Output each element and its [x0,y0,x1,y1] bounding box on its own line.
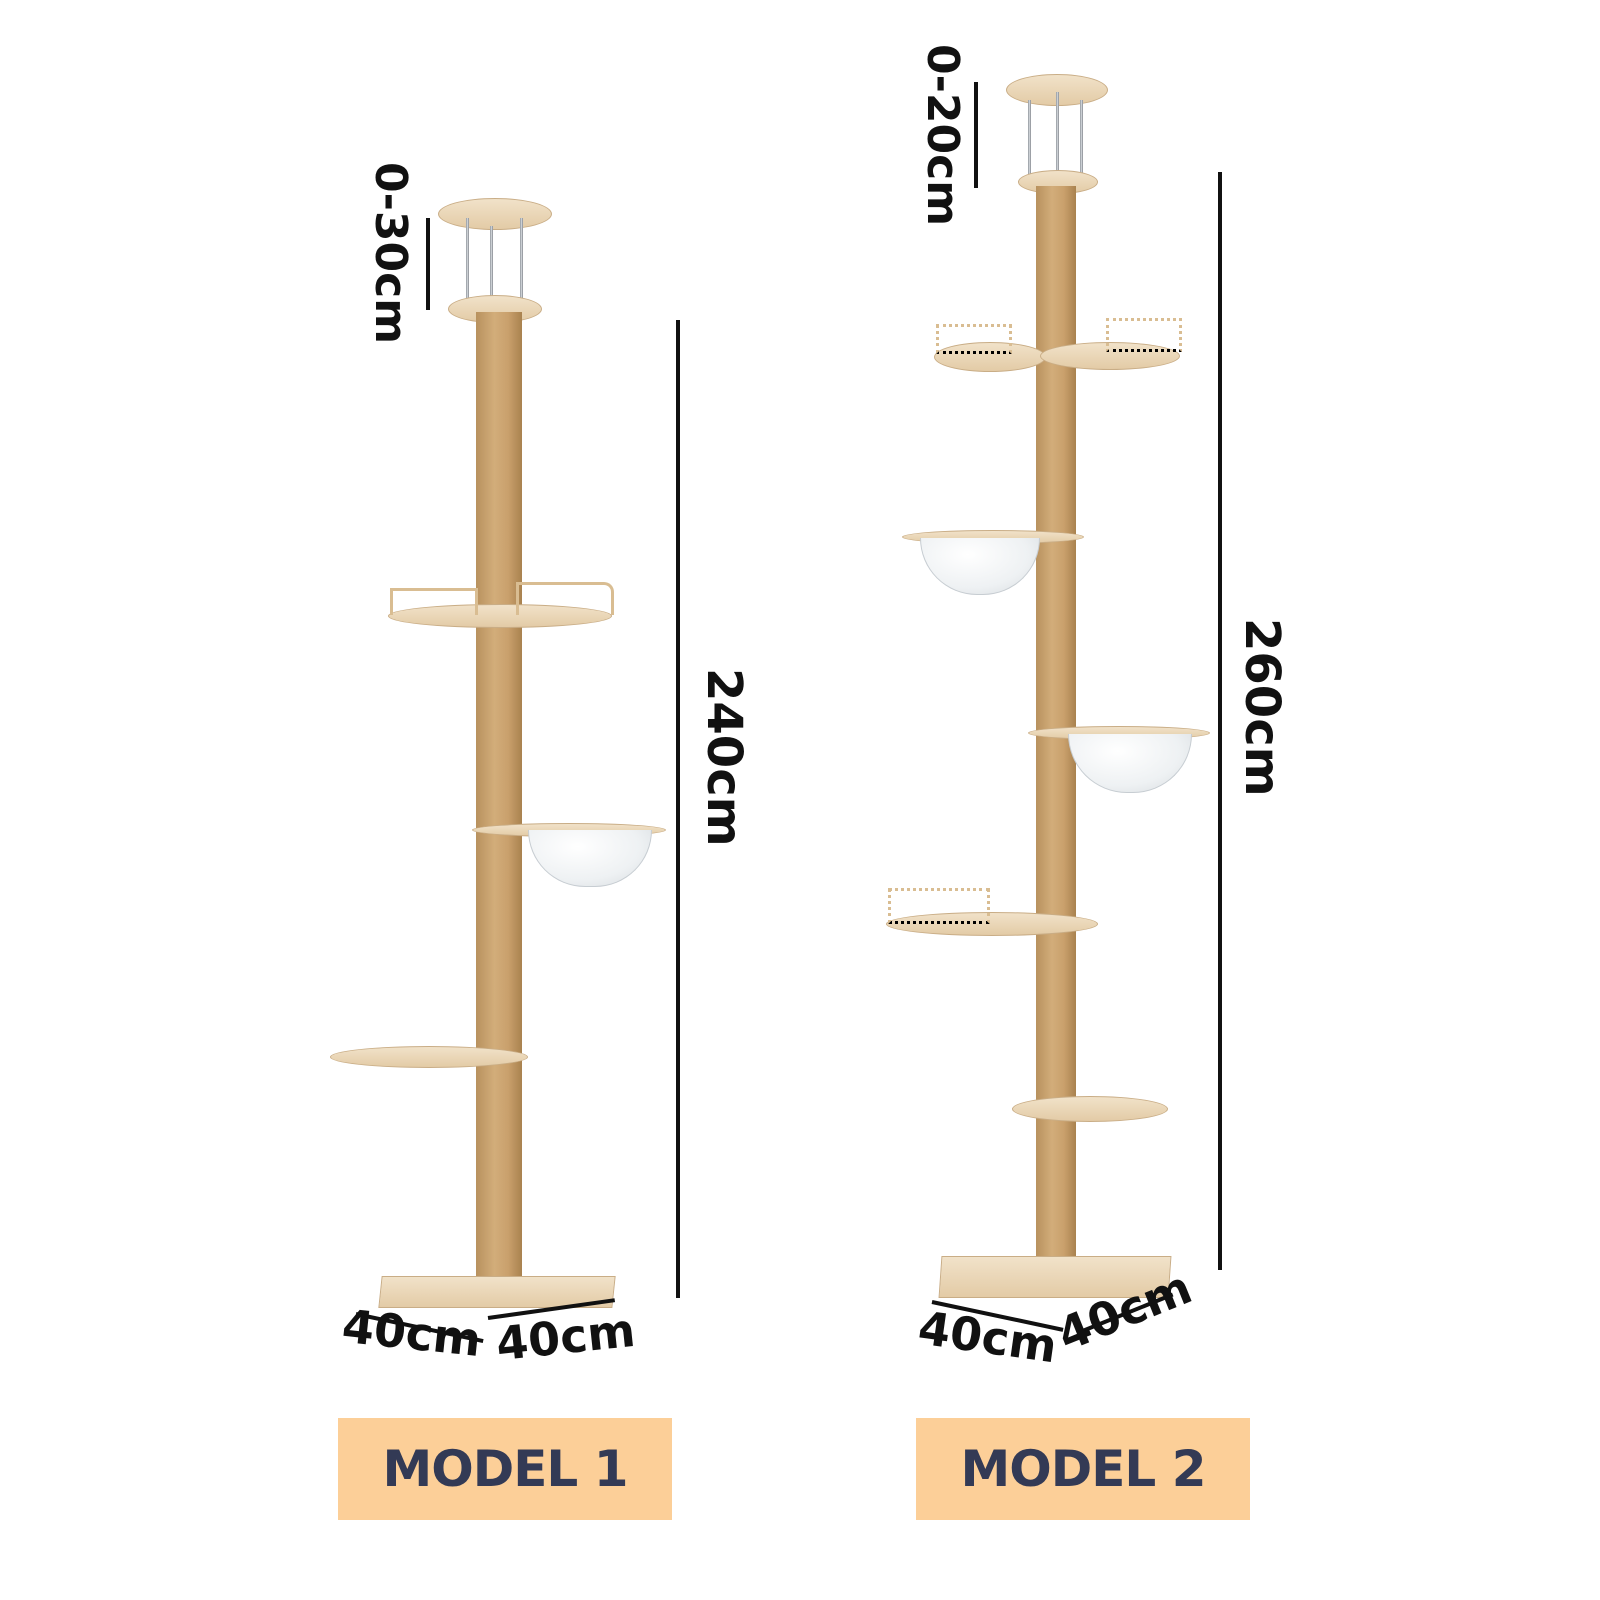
model-2-rail [1106,318,1182,352]
model-1-rail [390,588,478,615]
model-2-rail [936,324,1012,354]
model-1-railed-platform [388,604,612,628]
model-1-bubble-bowl [528,830,652,887]
model-2-bubble-bowl-2 [1068,734,1192,793]
model-1-tension-rod [490,226,493,310]
model-2-label-box: MODEL 2 [916,1418,1250,1520]
model-2-tension-rod [1080,100,1083,182]
model-2-label: MODEL 2 [960,1440,1207,1498]
model-2-tension-rod [1028,100,1031,182]
model-2-height-line [1218,172,1222,1270]
model-2-height-label: 260cm [1234,618,1290,797]
model-2-rail [888,888,990,924]
model-1-sisal-post [476,312,522,1287]
model-1-adjust-label: 0-30cm [365,162,416,345]
model-1-height-line [676,320,680,1298]
model-2-cloud-platform [1012,1096,1168,1122]
model-2-width-label: 40cm [914,1300,1061,1374]
model-2-railed-platform-left [934,342,1046,372]
model-2-bubble-bowl-1 [920,538,1040,595]
model-1-adjust-line [426,218,430,310]
model-1-rail [516,582,614,615]
model-2-tension-rod [1056,92,1059,182]
model-1-ceiling-disc [438,198,552,230]
model-2-adjust-line [974,82,978,188]
model-1-height-label: 240cm [696,668,752,847]
model-2-railed-platform-right [1040,342,1180,370]
model-2-railed-platform-lower [886,912,1098,936]
model-1-label-box: MODEL 1 [338,1418,672,1520]
model-1-round-platform [330,1046,528,1068]
model-2-adjust-label: 0-20cm [917,44,968,227]
model-1-label: MODEL 1 [382,1440,629,1498]
model-1-width-label: 40cm [339,1298,484,1368]
model-1-tension-rod [520,218,523,310]
model-1-tension-rod [466,218,469,310]
